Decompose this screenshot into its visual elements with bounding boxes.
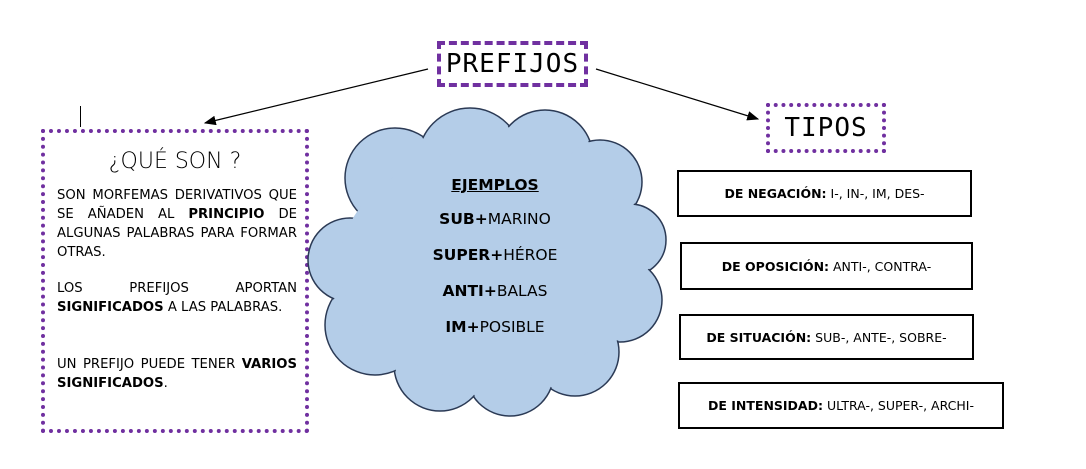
que-son-box: ¿QUÉ SON ? SON MORFEMAS DERIVATIVOS QUE …	[41, 129, 309, 433]
tipo-label: DE OPOSICIÓN:	[721, 258, 830, 274]
ejemplo-item: SUB+MARINO	[439, 210, 551, 228]
arrow-to-tipos	[595, 68, 760, 121]
ejemplos-title: EJEMPLOS	[451, 176, 539, 194]
paragraph-3-text: UN PREFIJO PUEDE TENER	[57, 357, 242, 372]
que-son-paragraph-2: LOS PREFIJOS APORTAN SIGNIFICADOS A LAS …	[57, 279, 297, 317]
tipo-label: DE NEGACIÓN:	[724, 186, 827, 201]
paragraph-2-end: A LAS PALABRAS.	[163, 300, 283, 315]
paragraph-2-bold: SIGNIFICADOS	[57, 300, 164, 315]
tipo-value: ANTI-, CONTRA-	[829, 258, 932, 274]
tipo-label: DE SITUACIÓN:	[706, 329, 812, 345]
paragraph-3-bold: VARIOS SIGNIFICADOS	[57, 357, 297, 391]
ejemplo-item: ANTI+BALAS	[442, 282, 548, 300]
tipos-title: TIPOS	[784, 113, 868, 143]
text-cursor	[80, 106, 81, 127]
paragraph-3-end: .	[163, 376, 168, 391]
prefijos-title-box: PREFIJOS	[437, 41, 588, 87]
tipos-title-box: TIPOS	[766, 103, 886, 153]
ejemplo-item: IM+POSIBLE	[445, 318, 545, 336]
que-son-paragraph-1: SON MORFEMAS DERIVATIVOS QUE SE AÑADEN A…	[57, 186, 297, 262]
tipo-intensidad-box: DE INTENSIDAD: ULTRA-, SUPER-, ARCHI-	[678, 382, 1004, 429]
que-son-paragraph-3: UN PREFIJO PUEDE TENER VARIOS SIGNIFICAD…	[57, 355, 297, 393]
tipo-oposicion-box: DE OPOSICIÓN: ANTI-, CONTRA-	[680, 242, 973, 290]
tipo-label: DE INTENSIDAD:	[708, 398, 823, 413]
tipo-negacion-box: DE NEGACIÓN: I-, IN-, IM, DES-	[677, 170, 972, 217]
paragraph-2-text: LOS PREFIJOS APORTAN	[57, 281, 297, 296]
que-son-title: ¿QUÉ SON ?	[108, 149, 242, 174]
tipo-situacion-box: DE SITUACIÓN: SUB-, ANTE-, SOBRE-	[679, 314, 974, 360]
paragraph-1-bold: PRINCIPIO	[188, 207, 265, 222]
arrow-to-que-son	[203, 68, 429, 126]
tipo-value: ULTRA-, SUPER-, ARCHI-	[822, 398, 974, 413]
paragraph-1-end: DE ALGUNAS PALABRAS PARA FORMAR OTRAS.	[57, 207, 297, 260]
tipo-value: SUB-, ANTE-, SOBRE-	[811, 329, 947, 345]
paragraph-1-text: SON MORFEMAS DERIVATIVOS QUE SE AÑADEN A…	[57, 188, 297, 222]
tipo-value: I-, IN-, IM, DES-	[826, 186, 925, 201]
page-title: PREFIJOS	[445, 49, 580, 79]
ejemplo-item: SUPER+HÉROE	[432, 246, 558, 264]
